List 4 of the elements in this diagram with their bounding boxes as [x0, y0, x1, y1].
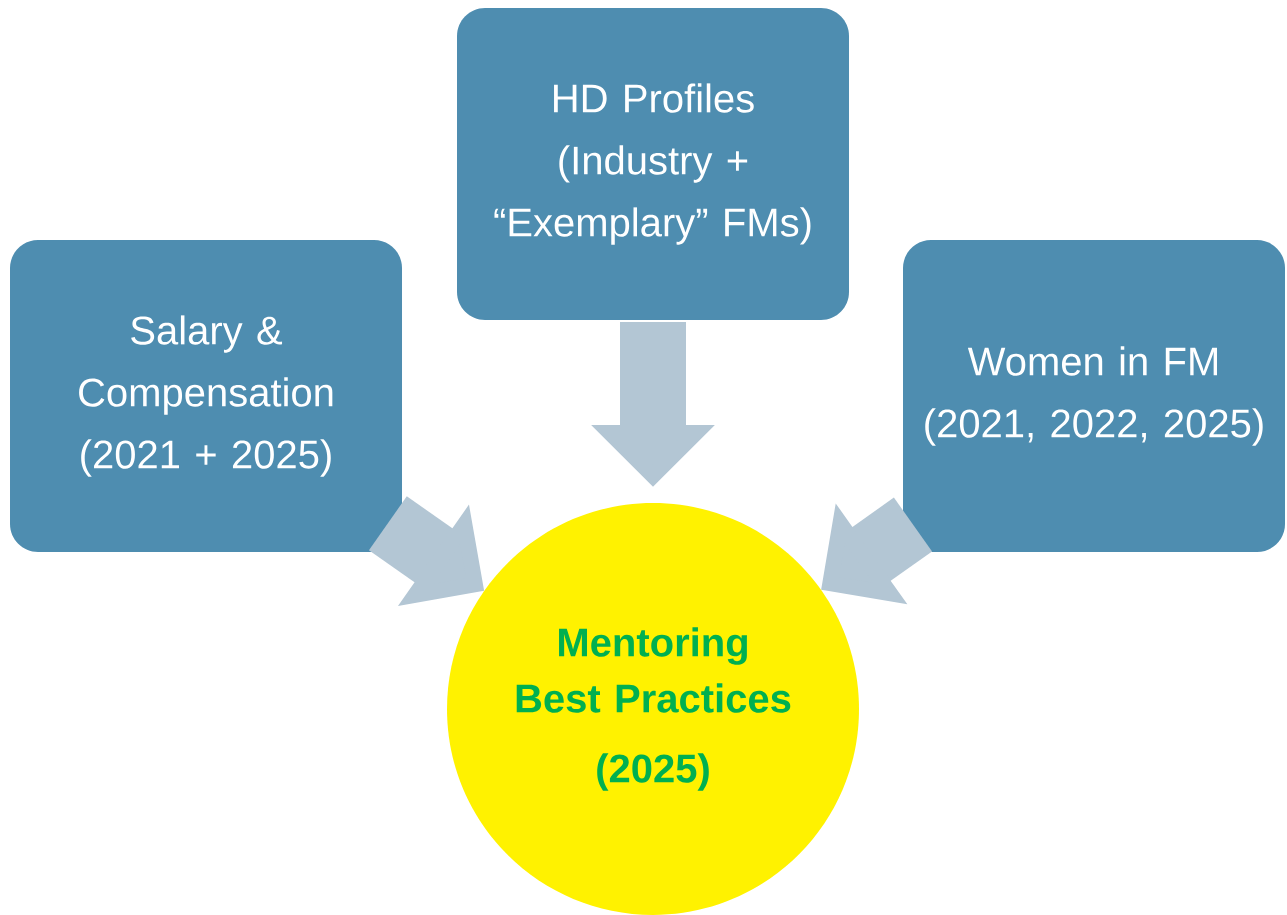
process-box: Women in FM (2021, 2022, 2025) — [903, 240, 1285, 552]
process-box: HD Profiles (Industry + “Exemplary” FMs) — [457, 8, 849, 320]
process-box: Salary & Compensation (2021 + 2025) — [10, 240, 402, 552]
circle-node: Mentoring Best Practices (2025) — [447, 503, 859, 915]
